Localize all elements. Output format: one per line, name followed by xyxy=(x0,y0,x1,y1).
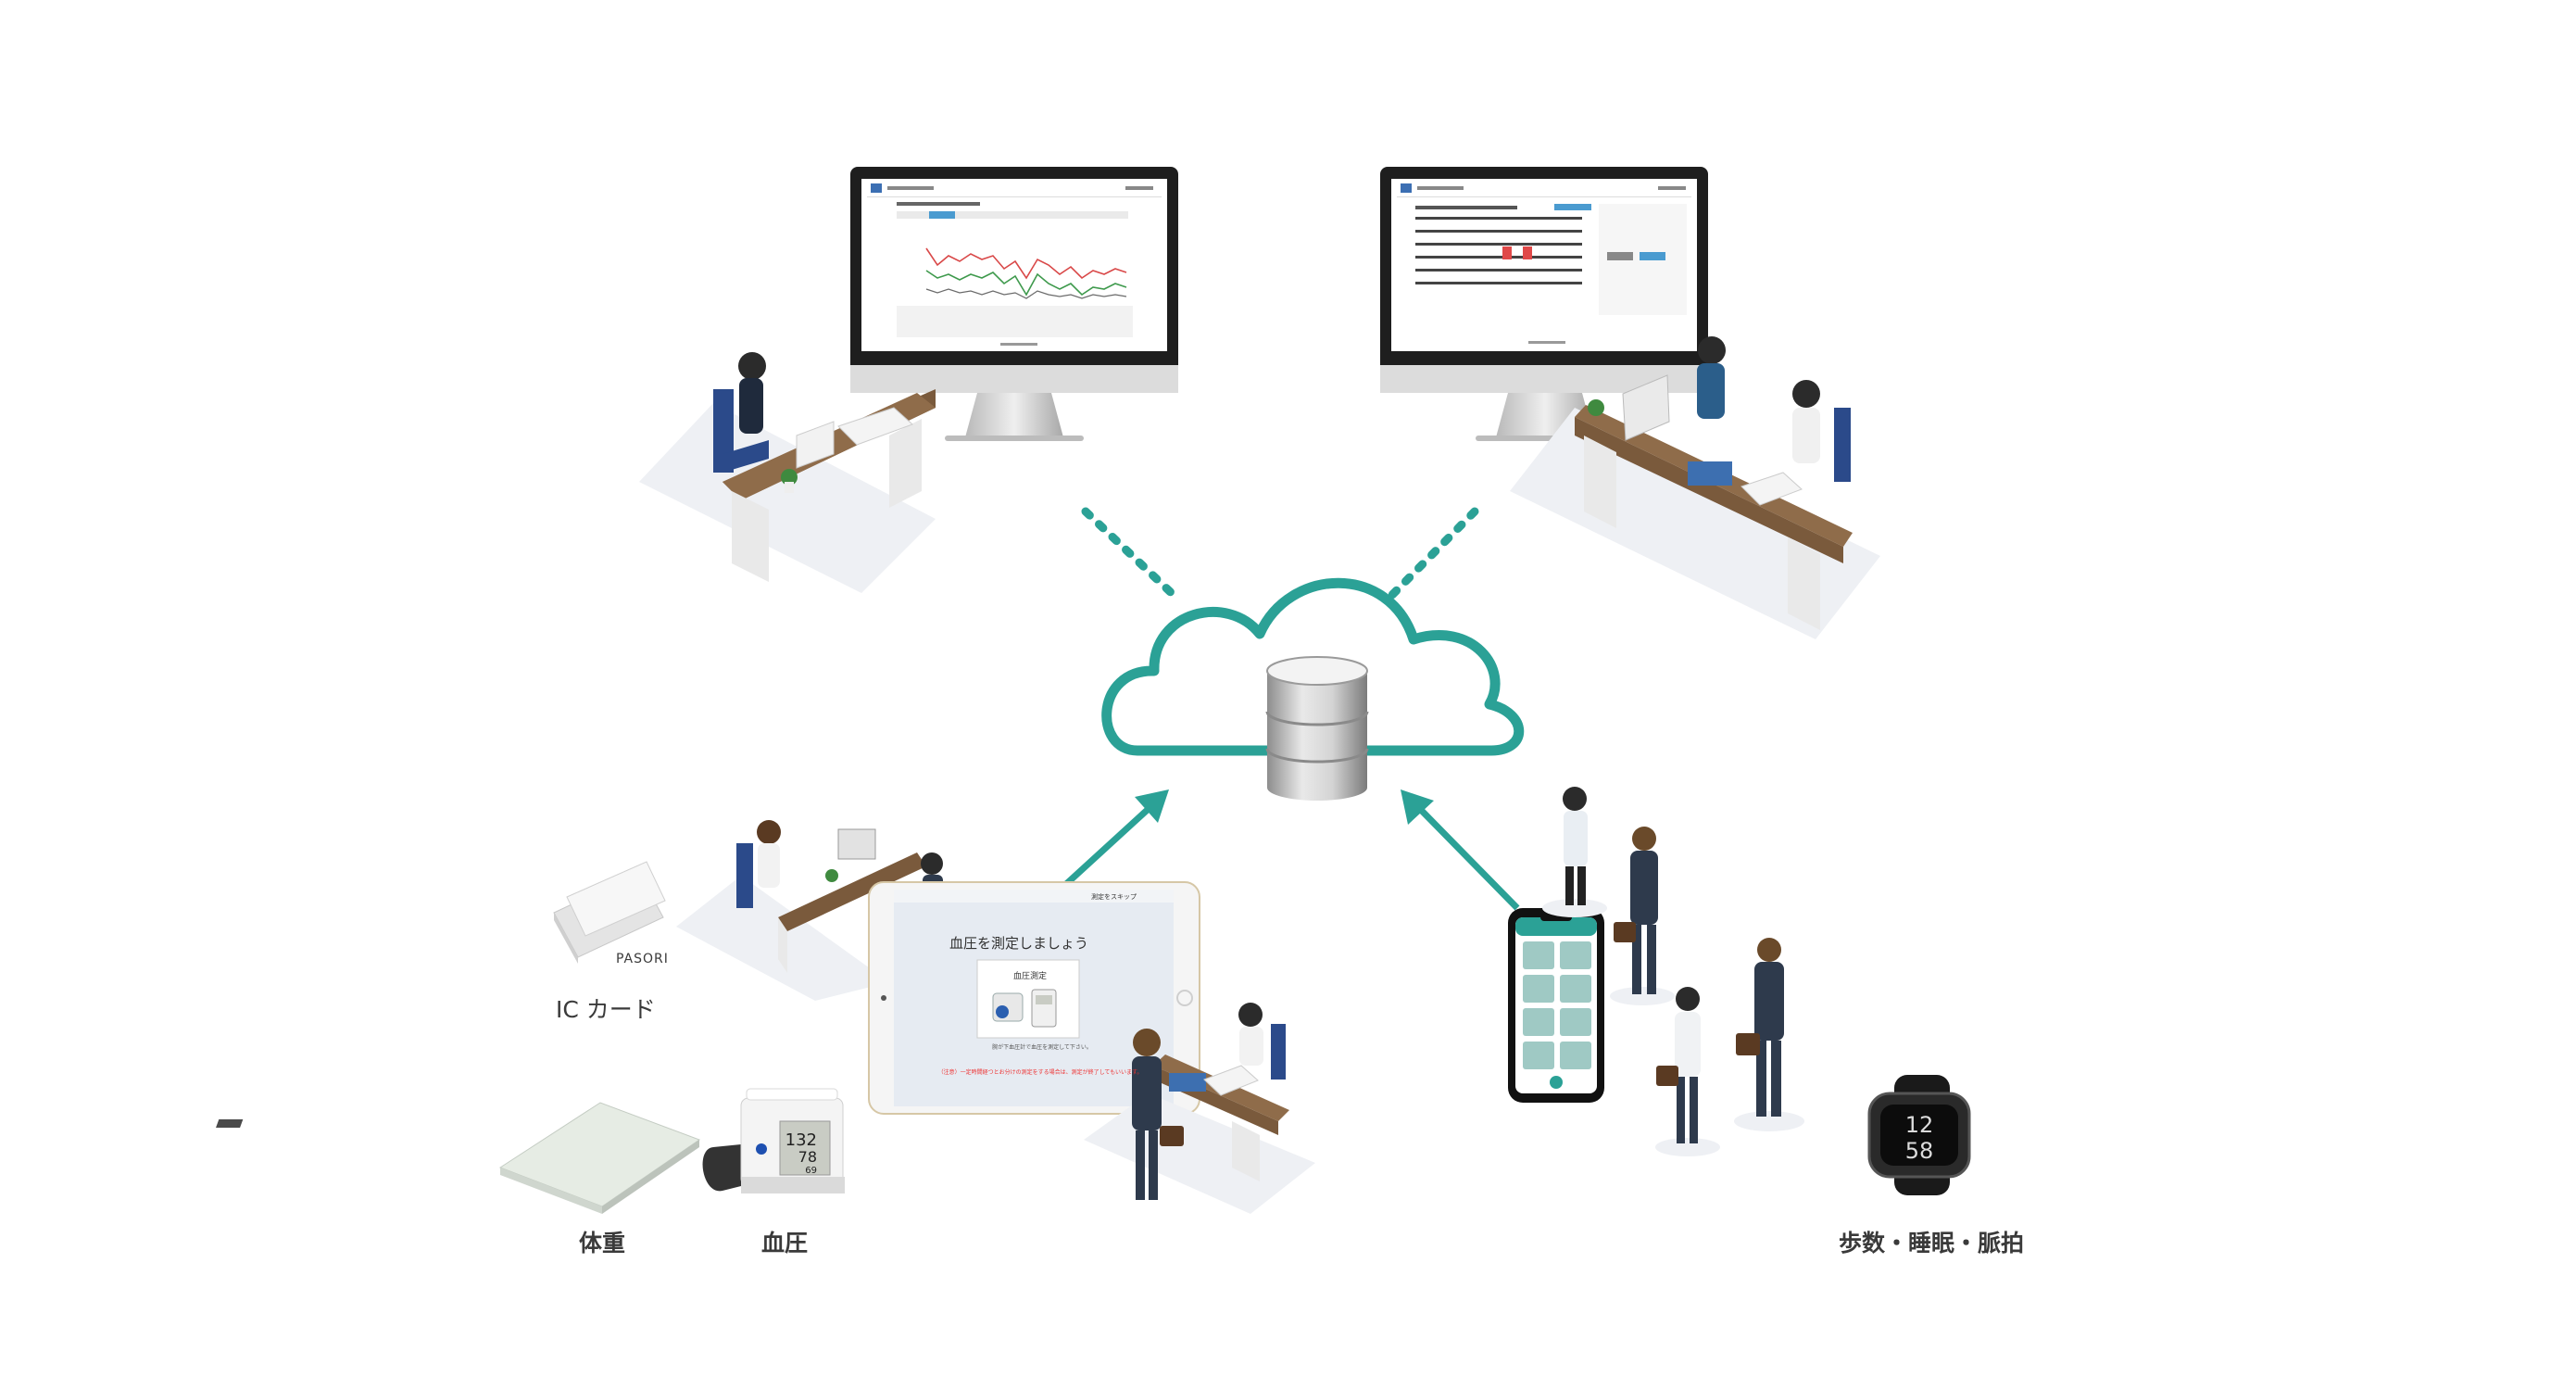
tablet-title: 血圧を測定しましょう xyxy=(949,936,1088,952)
blood-pressure-label: 血圧 xyxy=(761,1230,809,1256)
tablet-warning: （注意）一定時間経つとお分けの測定をする場合は、測定が終了してもいいます。 xyxy=(937,1070,1143,1076)
cloud-icon xyxy=(1101,577,1525,756)
front-desk-scene xyxy=(1084,1003,1315,1214)
bp-pulse-value: 69 xyxy=(805,1166,817,1176)
tablet-skip-link[interactable]: 測定をスキップ xyxy=(1091,894,1137,901)
smartwatch-illustration: 12 58 xyxy=(1867,1075,1971,1195)
smartphone-device xyxy=(1508,908,1604,1103)
office-two-users xyxy=(1510,336,1880,639)
ic-card-reader-illustration xyxy=(553,861,666,964)
pasori-label: PASORI xyxy=(616,952,669,966)
weight-scale-illustration xyxy=(216,1102,701,1214)
bp-dia-value: 78 xyxy=(798,1148,817,1166)
monitor-graph-dashboard xyxy=(850,167,1178,441)
connector-right-dotted xyxy=(1385,507,1479,602)
bp-sys-value: 132 xyxy=(785,1130,817,1150)
reception-scene xyxy=(676,820,943,1001)
tablet-instruction: 腕が下血圧計で血圧を測定して下さい。 xyxy=(992,1045,1092,1051)
watch-hour: 12 xyxy=(1905,1112,1934,1138)
database-icon xyxy=(1265,656,1369,801)
steps-sleep-pulse-label: 歩数・睡眠・脈拍 xyxy=(1839,1230,2025,1256)
watch-minute: 58 xyxy=(1905,1138,1934,1164)
tablet-card-label: 血圧測定 xyxy=(1013,971,1048,980)
arrow-phone-to-cloud xyxy=(1401,789,1520,911)
blood-pressure-monitor-illustration: 132 78 69 xyxy=(702,1088,845,1193)
ic-card-label: IC カード xyxy=(556,996,656,1023)
connector-left-dotted xyxy=(1081,507,1181,602)
tablet-device xyxy=(868,881,1200,1115)
office-single-user xyxy=(639,352,936,593)
monitor-table-dashboard xyxy=(1380,167,1708,441)
walking-people-group xyxy=(1542,787,1804,1156)
arrow-tablet-to-cloud xyxy=(1062,789,1169,888)
weight-label: 体重 xyxy=(579,1230,626,1256)
